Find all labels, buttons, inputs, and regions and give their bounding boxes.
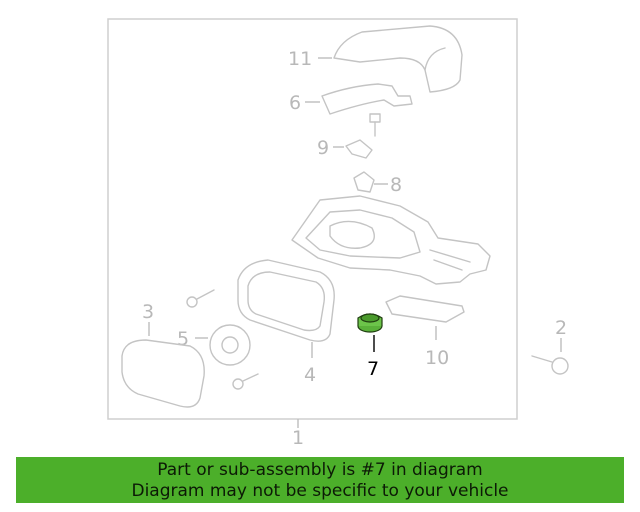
callout-4: 4	[304, 364, 316, 386]
banner-line-1: Part or sub-assembly is #7 in diagram	[157, 460, 483, 480]
info-banner: Part or sub-assembly is #7 in diagram Di…	[16, 457, 624, 503]
banner-line-2: Diagram may not be specific to your vehi…	[131, 481, 509, 501]
part-5-motor[interactable]	[209, 324, 251, 366]
assembly-frame	[107, 18, 518, 420]
part-2-bolt[interactable]	[531, 355, 569, 375]
callout-1: 1	[292, 427, 304, 449]
callout-9: 9	[317, 137, 329, 159]
mirror-housing-assembly	[291, 195, 491, 285]
callout-5: 5	[177, 328, 189, 350]
callout-10: 10	[425, 347, 449, 369]
callout-6: 6	[289, 92, 301, 114]
callout-7: 7	[367, 358, 379, 380]
part-10-trim[interactable]	[385, 295, 465, 323]
screw-part-6	[369, 113, 381, 137]
bolt-lower	[232, 373, 259, 390]
part-11-cover[interactable]	[333, 25, 463, 93]
part-6-bracket[interactable]	[321, 83, 413, 115]
callout-11: 11	[288, 48, 312, 70]
bolt-upper	[186, 289, 215, 308]
part-9-clip[interactable]	[345, 139, 373, 159]
callout-3: 3	[142, 301, 154, 323]
callout-8: 8	[390, 174, 402, 196]
part-4-glass-backing[interactable]	[237, 259, 335, 342]
part-3-mirror-glass[interactable]	[121, 339, 205, 408]
parts-diagram: 11 6 9 8 4	[107, 18, 569, 449]
callout-2: 2	[555, 317, 567, 339]
part-8-clip[interactable]	[353, 171, 375, 193]
part-7-highlighted[interactable]	[357, 313, 383, 333]
